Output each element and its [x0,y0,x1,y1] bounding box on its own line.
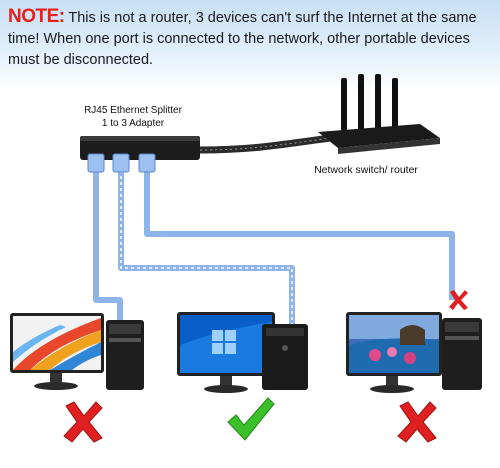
computer-left [10,313,144,390]
ethernet-splitter [80,136,200,173]
computer-right [346,312,482,393]
red-x-icon [449,290,468,310]
note-label: NOTE: [8,6,65,27]
router-icon [318,74,440,154]
note-body: This is not a router, 3 devices can't su… [8,10,477,68]
note-banner: NOTE: This is not a router, 3 devices ca… [0,0,500,90]
computer-center [177,312,308,393]
note-text: NOTE: This is not a router, 3 devices ca… [8,6,494,71]
splitter-label: RJ45 Ethernet Splitter 1 to 3 Adapter [68,104,198,130]
splitter-label-line1: RJ45 Ethernet Splitter [84,105,182,116]
splitter-label-line2: 1 to 3 Adapter [101,118,165,129]
red-x-icon [397,401,437,443]
green-check-icon [227,397,275,441]
cables [93,134,455,330]
cable-right [144,170,455,300]
red-x-icon [63,401,103,443]
cable-left [93,170,123,320]
cable-router [199,134,331,154]
router-label: Network switch/ router [314,164,418,176]
